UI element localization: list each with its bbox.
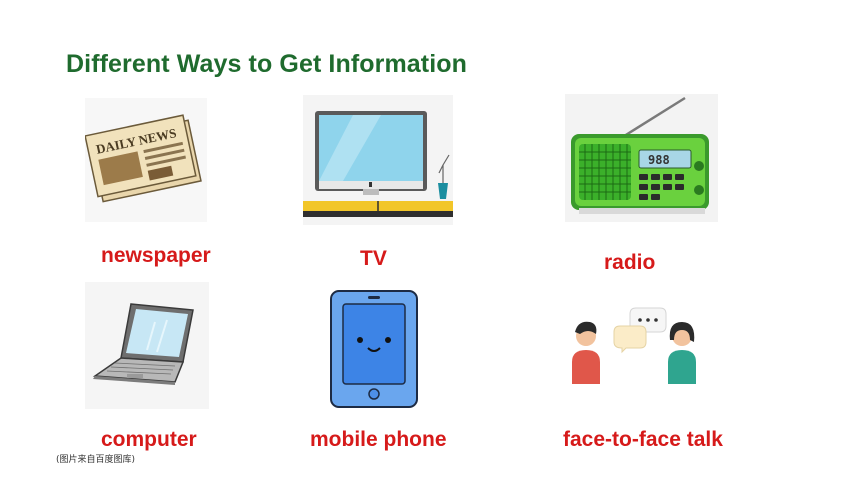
face-to-face-talk-icon xyxy=(570,302,705,388)
radio-icon: 988 xyxy=(565,94,718,222)
tv-icon xyxy=(303,95,453,225)
radio-display: 988 xyxy=(648,153,670,167)
face-to-face-talk-label: face-to-face talk xyxy=(563,428,723,451)
newspaper-label: newspaper xyxy=(101,244,211,267)
newspaper-icon: DAILY NEWS xyxy=(85,98,207,222)
radio-label: radio xyxy=(604,251,656,274)
computer-label: computer xyxy=(101,428,197,451)
tv-label: TV xyxy=(360,247,387,270)
page-title: Different Ways to Get Information xyxy=(66,50,468,78)
image-source-caption: (图片来自百度图库) xyxy=(56,455,136,465)
laptop-icon xyxy=(85,282,209,409)
mobile-phone-icon xyxy=(330,290,418,408)
mobile-phone-label: mobile phone xyxy=(310,428,447,451)
